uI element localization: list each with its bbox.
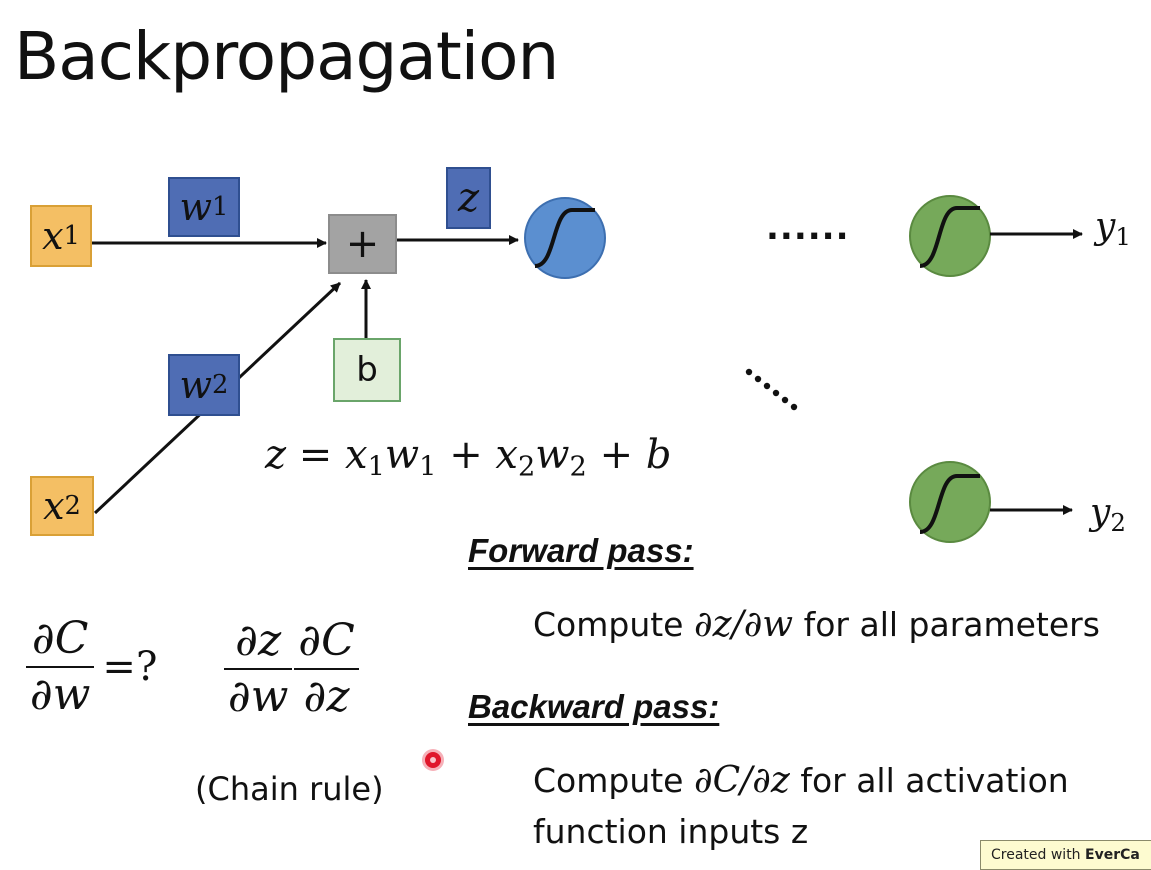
neuron-output-2 [909, 461, 991, 543]
sigmoid-icon [919, 474, 980, 534]
output-y1-label: y1 [1095, 206, 1131, 251]
dz-dw-fraction: ∂z ∂w [224, 617, 293, 720]
horizontal-ellipsis: ...... [766, 208, 850, 248]
backward-pass-heading: Backward pass: [468, 688, 720, 725]
neuron-output-1 [909, 195, 991, 277]
bias-box: b [333, 338, 401, 402]
diagonal-ellipsis [745, 368, 798, 411]
slide-title: Backpropagation [14, 18, 559, 95]
derivative-question: ∂C ∂w =? [26, 615, 158, 718]
sigmoid-icon [919, 206, 980, 268]
sum-node: + [328, 214, 397, 274]
recorder-watermark: Created with EverCa [980, 840, 1151, 870]
dc-dz-fraction: ∂C ∂z [294, 617, 359, 720]
chain-rule-caption: (Chain rule) [195, 770, 384, 808]
dc-dw-fraction: ∂C ∂w [26, 615, 95, 718]
z-box: z [446, 167, 491, 229]
sigmoid-icon [534, 208, 595, 268]
backward-pass-text-line2: function inputs z [533, 812, 809, 851]
equals-question: =? [102, 644, 158, 691]
chain-rule-expression: ∂z ∂w ∂C ∂z [224, 617, 359, 720]
output-y2-label: y2 [1090, 492, 1126, 537]
backward-pass-text: Compute ∂C/∂z for all activation [533, 760, 1069, 801]
z-equation: z = x1w1 + x2w2 + b [265, 432, 672, 483]
forward-pass-heading: Forward pass: [468, 532, 694, 569]
laser-pointer-dot [425, 752, 441, 768]
forward-pass-text: Compute ∂z/∂w for all parameters [533, 604, 1100, 645]
